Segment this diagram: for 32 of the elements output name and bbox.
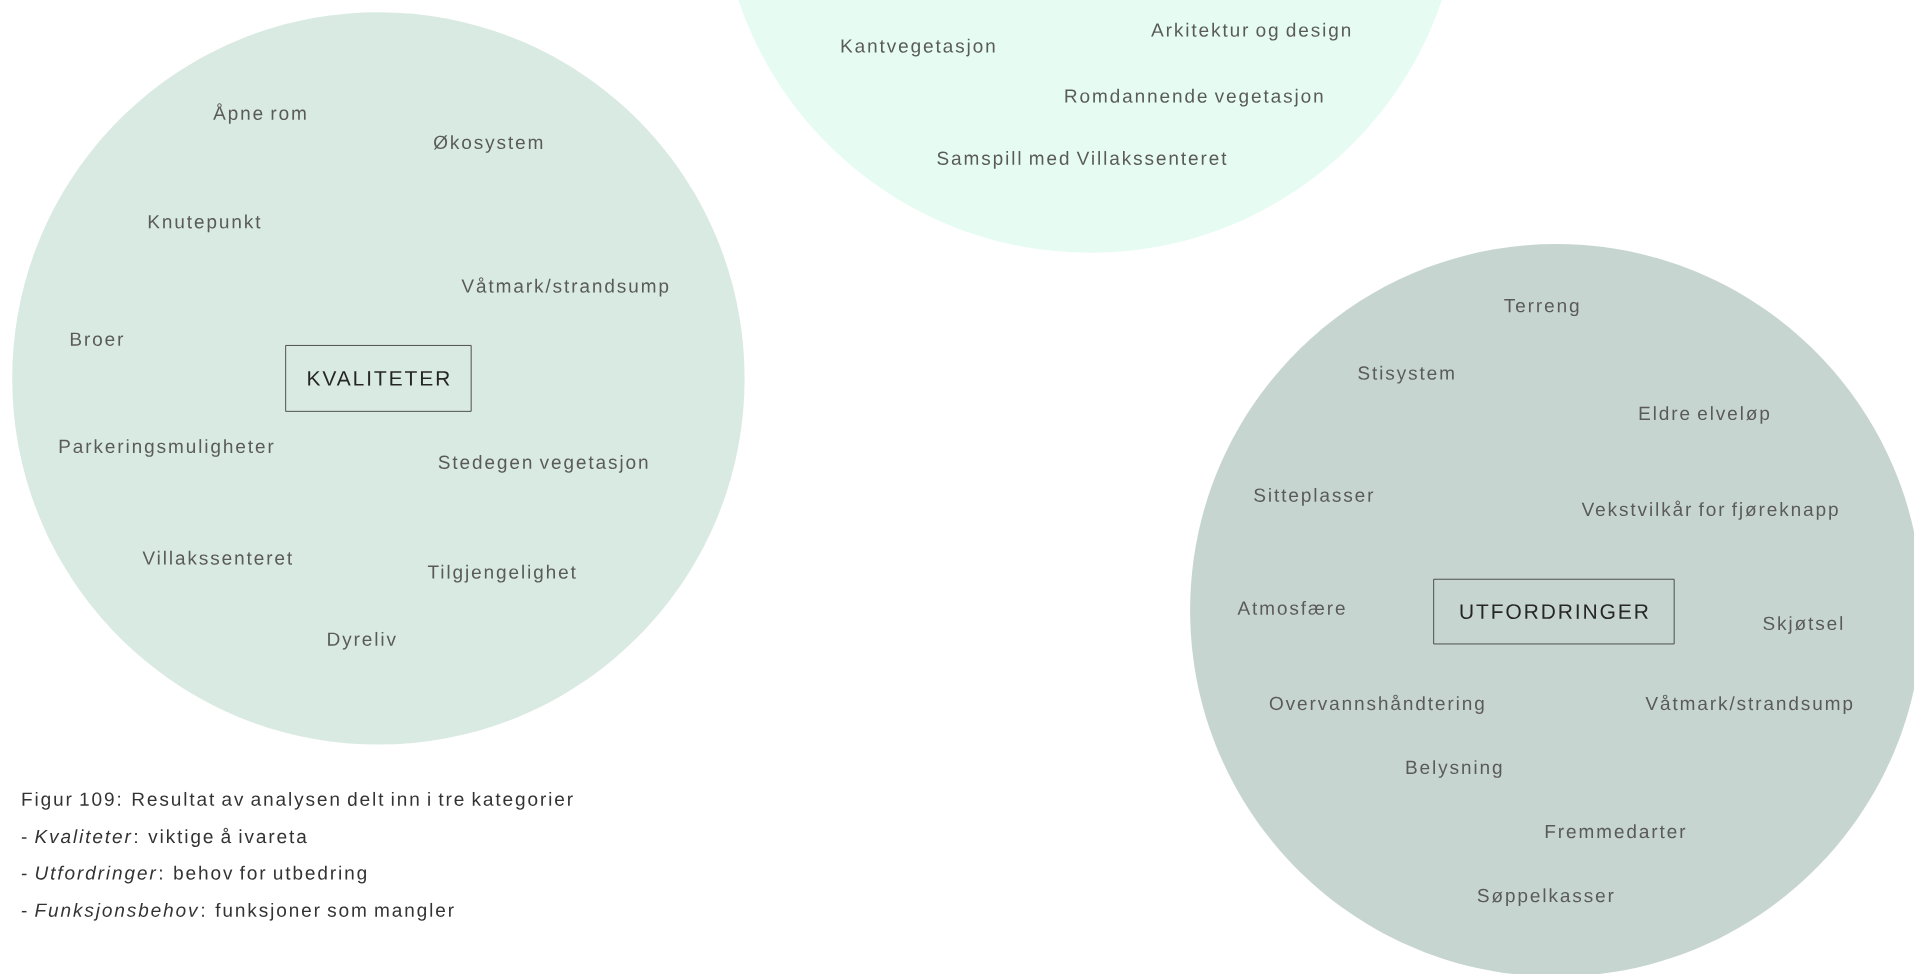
category-title-box: KVALITETER [285,345,472,412]
category-title-box: UTFORDRINGER [1433,578,1675,645]
circle-label: Stisystem [1358,365,1454,384]
circle-label: Samspill med Villakssenteret [937,151,1227,169]
circle-label: Kantvegetasjon [841,38,995,57]
circle-label: Parkeringsmuligheter [59,439,274,457]
circle-label: Skjøtsel [1763,616,1843,634]
circle-label: Dyreliv [328,631,396,650]
circle-label: Romdannende vegetasjon [1065,88,1323,107]
caption-line: - Funksjonsbehov: funksjoner som mangler [21,902,454,921]
circle-label: Tilgjengelighet [427,564,576,583]
circle-label: Knutepunkt [148,214,261,233]
circle-label: Åpne rom [213,103,306,124]
circle-label: Overvannshåndtering [1269,694,1484,714]
circle-label: Vekstvilkår for fjøreknapp [1581,500,1838,520]
circle-label: Sitteplasser [1254,487,1374,506]
circle-label: Terreng [1504,299,1579,317]
circle-label: Belysning [1406,760,1502,778]
circle-label: Arkitektur og design [1151,22,1351,41]
circle-label: Stedegen vegetasjon [438,455,648,473]
circle-label: Eldre elveløp [1639,406,1770,424]
circle-label: Våtmark/strandsump [1645,694,1853,714]
circle-label: Atmosfære [1237,600,1345,615]
caption-line: - Utfordringer: behov for utbedring [21,865,366,884]
circle-label: Fremmedarter [1545,824,1686,839]
caption-line: - Kvaliteter: viktige å ivareta [21,827,307,847]
circle-label: Økosystem [433,135,543,153]
circle-label: Søppelkasser [1477,888,1614,907]
circle-label: Villakssenteret [142,550,293,565]
circle-label: Våtmark/strandsump [461,277,669,297]
caption: Figur 109: Resultat av analysen delt inn i tre kategorier [22,791,573,810]
circle-label: Broer [70,332,124,346]
